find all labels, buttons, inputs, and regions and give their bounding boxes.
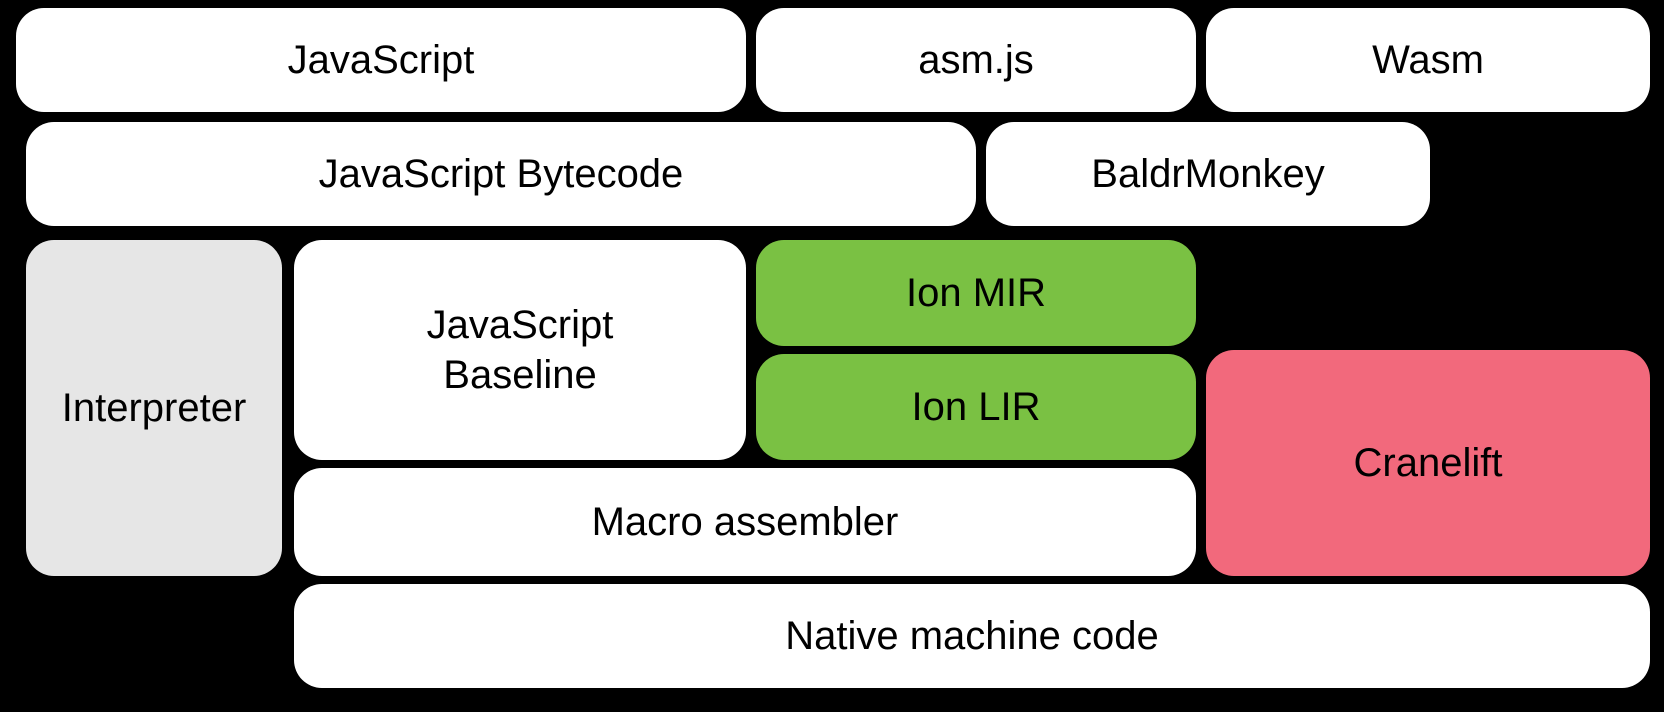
node-interpreter: Interpreter bbox=[26, 240, 282, 576]
node-javascript: JavaScript bbox=[16, 8, 746, 112]
node-native-machine-code: Native machine code bbox=[294, 584, 1650, 688]
node-wasm: Wasm bbox=[1206, 8, 1650, 112]
node-baldrmonkey: BaldrMonkey bbox=[986, 122, 1430, 226]
node-asmjs: asm.js bbox=[756, 8, 1196, 112]
node-ion-mir: Ion MIR bbox=[756, 240, 1196, 346]
node-javascript-baseline: JavaScript Baseline bbox=[294, 240, 746, 460]
node-ion-lir: Ion LIR bbox=[756, 354, 1196, 460]
node-javascript-bytecode: JavaScript Bytecode bbox=[26, 122, 976, 226]
node-macro-assembler: Macro assembler bbox=[294, 468, 1196, 576]
node-cranelift: Cranelift bbox=[1206, 350, 1650, 576]
